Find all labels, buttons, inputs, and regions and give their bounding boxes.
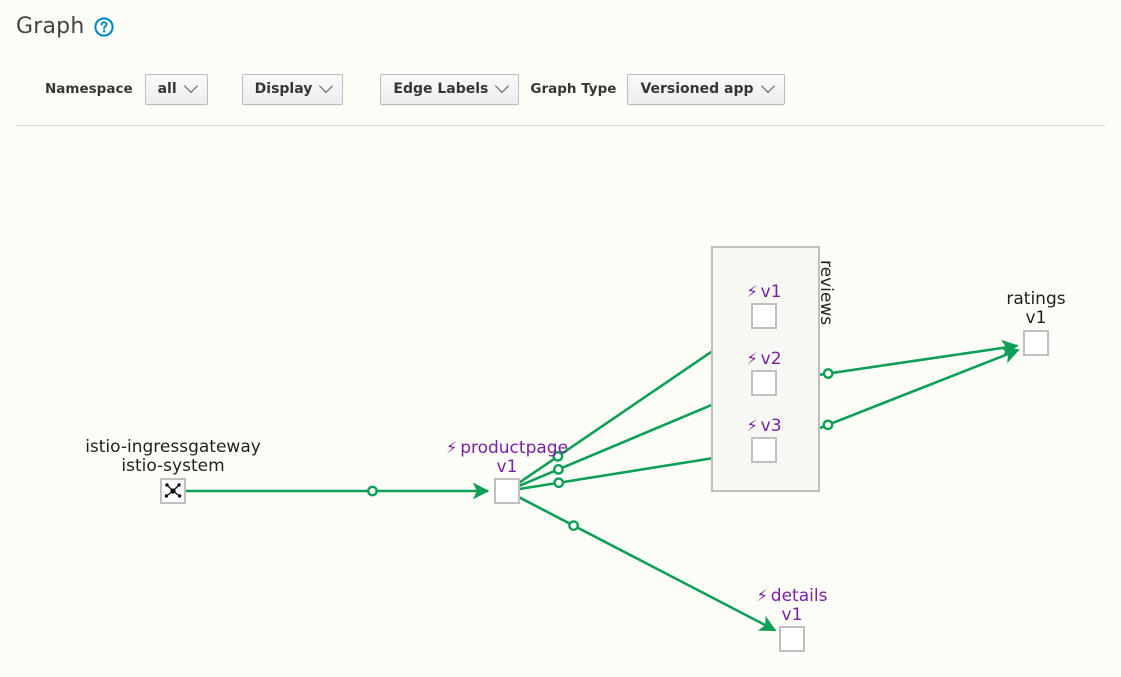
edge-labels-menu-label: Edge Labels	[393, 80, 489, 97]
namespace-label: Namespace	[45, 81, 133, 97]
node-label-reviews-v2: ⚡v2	[614, 349, 914, 369]
node-version-text: v1	[781, 605, 803, 625]
page-title: Graph	[16, 14, 85, 39]
lightning-bolt-icon: ⚡	[746, 416, 758, 435]
node-name-text: ratings	[1006, 289, 1066, 309]
lightning-bolt-icon: ⚡	[746, 349, 758, 368]
edge-marker-productpage-to-reviews-v3[interactable]	[553, 477, 565, 489]
namespace-select[interactable]: all	[144, 73, 208, 105]
graph-toolbar: Namespace all Display Edge Labels Graph …	[0, 68, 1121, 110]
edge-marker-productpage-to-reviews-v1[interactable]	[552, 450, 564, 462]
graph-type-select[interactable]: Versioned app	[627, 73, 785, 105]
topology-icon	[164, 483, 182, 498]
node-version-text: v1	[496, 457, 518, 477]
chevron-down-icon	[183, 78, 198, 93]
chevron-down-icon	[760, 78, 775, 93]
display-menu-button[interactable]: Display	[241, 73, 344, 105]
header-divider	[16, 125, 1105, 126]
namespace-select-value: all	[157, 80, 177, 97]
node-version-text: v1	[1025, 308, 1047, 328]
chevron-down-icon	[495, 78, 510, 93]
node-reviews-v3[interactable]	[751, 437, 777, 463]
lightning-bolt-icon: ⚡	[756, 586, 768, 605]
graph-type-select-value: Versioned app	[640, 80, 754, 97]
graph-edges-layer	[184, 325, 1020, 632]
edge-labels-menu-button[interactable]: Edge Labels	[380, 73, 520, 105]
edge-marker-ingressgateway-to-productpage[interactable]	[367, 485, 378, 497]
node-ratings[interactable]	[1023, 330, 1049, 356]
node-ingressgateway[interactable]	[160, 478, 186, 504]
edge-marker-reviews-v3-to-ratings[interactable]	[822, 419, 834, 431]
edge-marker-productpage-to-details[interactable]	[568, 520, 580, 531]
node-reviews-v2[interactable]	[751, 370, 777, 396]
node-productpage[interactable]	[494, 478, 520, 504]
edge-marker-productpage-to-reviews-v2[interactable]	[553, 463, 564, 475]
page-header: Graph Namespace all Display Edge Labels …	[0, 0, 1121, 126]
node-name-text: productpage	[460, 438, 569, 458]
lightning-bolt-icon: ⚡	[746, 282, 758, 301]
title-row: Graph	[16, 14, 115, 39]
node-label-reviews-v3: ⚡v3	[614, 416, 914, 436]
chevron-down-icon	[319, 78, 334, 93]
graph-type-label: Graph Type	[530, 81, 617, 97]
node-details[interactable]	[779, 626, 805, 652]
lightning-bolt-icon: ⚡	[445, 438, 458, 457]
node-label-reviews-v1: ⚡v1	[614, 282, 914, 302]
edge-marker-reviews-v2-to-ratings[interactable]	[822, 368, 834, 379]
node-version-text: istio-system	[121, 456, 225, 476]
question-circle-icon[interactable]	[94, 17, 115, 37]
edge-productpage-to-details[interactable]	[516, 494, 777, 632]
node-name-text: details	[770, 586, 828, 606]
node-name-text: v1	[760, 282, 782, 302]
node-name-text: istio-ingressgateway	[85, 437, 261, 457]
node-name-text: v2	[760, 349, 782, 369]
node-name-text: v3	[760, 416, 782, 436]
display-menu-label: Display	[254, 80, 313, 97]
node-reviews-v1[interactable]	[751, 303, 777, 329]
